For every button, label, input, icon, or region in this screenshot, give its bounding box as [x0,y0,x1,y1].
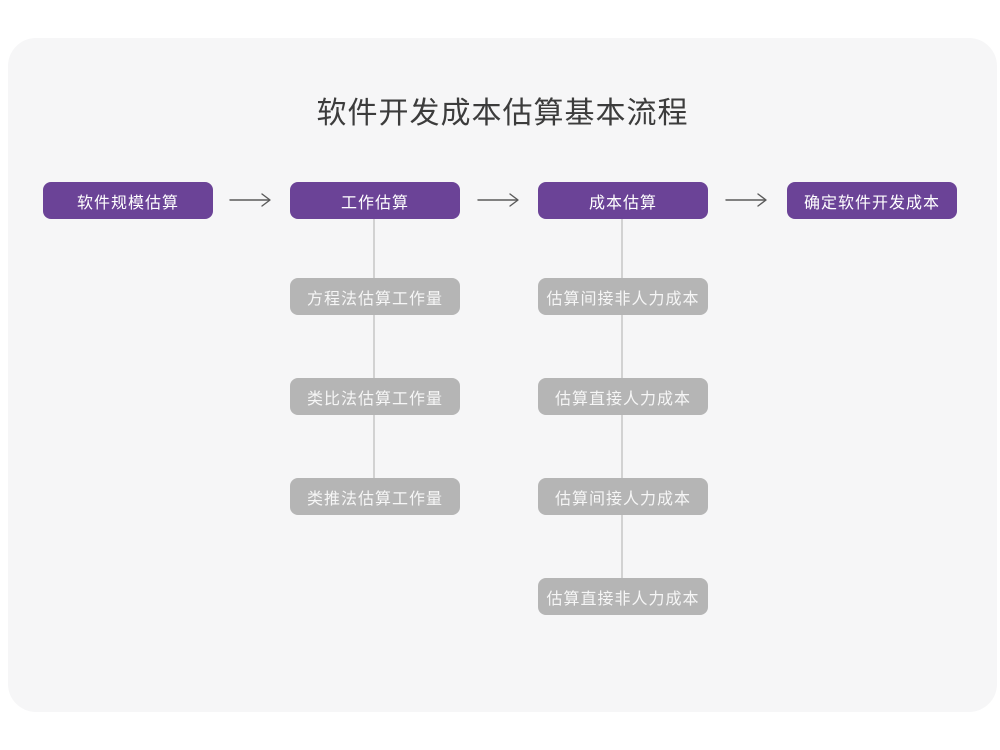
flow-subnode-indirect-nonlabor-cost: 估算间接非人力成本 [538,278,708,315]
flow-subnode-comparison-method-workload: 类比法估算工作量 [290,378,460,415]
right-arrow-icon [229,193,271,207]
connector-line-work-estimation [373,219,375,496]
flow-node-determine-dev-cost: 确定软件开发成本 [787,182,957,219]
flow-subnode-direct-nonlabor-cost: 估算直接非人力成本 [538,578,708,615]
right-arrow-icon [725,193,767,207]
flowchart-card: 软件开发成本估算基本流程 软件规模估算 工作估算 成本估算 确定软件开发成本 方… [8,38,997,712]
diagram-title: 软件开发成本估算基本流程 [316,97,689,130]
flow-node-cost-estimation: 成本估算 [538,182,708,219]
flow-node-software-scale-estimation: 软件规模估算 [43,182,213,219]
flow-subnode-analogy-method-workload: 类推法估算工作量 [290,478,460,515]
flow-subnode-indirect-labor-cost: 估算间接人力成本 [538,478,708,515]
flow-subnode-equation-method-workload: 方程法估算工作量 [290,278,460,315]
flow-subnode-direct-labor-cost: 估算直接人力成本 [538,378,708,415]
flow-node-work-estimation: 工作估算 [290,182,460,219]
right-arrow-icon [477,193,519,207]
